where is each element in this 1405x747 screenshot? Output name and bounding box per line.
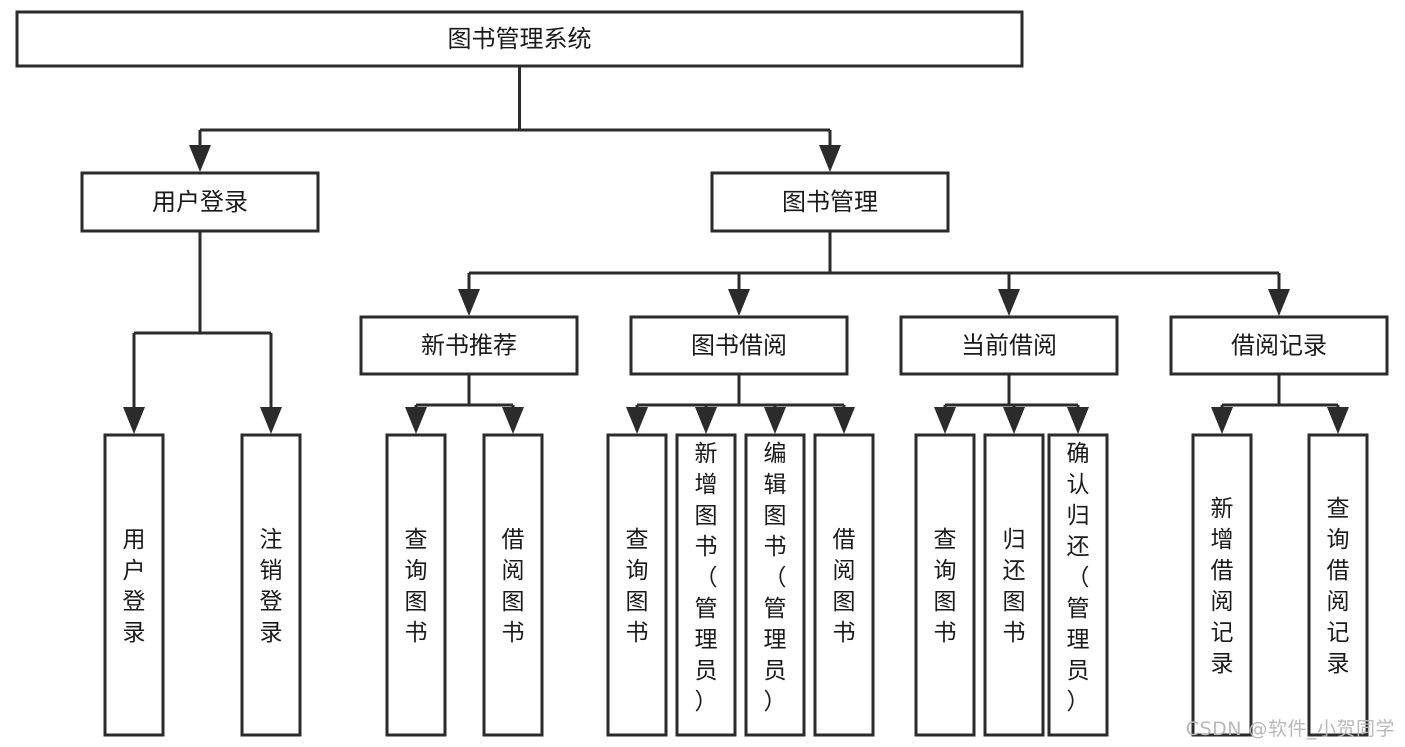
node-label-borrow: 图书借阅 <box>691 332 787 360</box>
node-record[interactable]: 借阅记录 <box>1169 315 1389 376</box>
node-leaf-edit-book[interactable]: 编辑图书（管理员） <box>744 433 806 737</box>
node-label-leaf-query-book-3: 查询图书 <box>934 527 957 646</box>
node-label-record: 借阅记录 <box>1231 332 1327 360</box>
node-leaf-query-record[interactable]: 查询借阅记录 <box>1307 433 1369 737</box>
node-label-current: 当前借阅 <box>961 332 1057 360</box>
node-current[interactable]: 当前借阅 <box>899 315 1119 376</box>
arrow-head-record <box>1268 289 1290 316</box>
arrow-head-borrow <box>728 289 750 316</box>
arrow-head-leaf-query-record <box>1327 407 1349 434</box>
node-box-record <box>1169 315 1389 376</box>
node-box-newbook <box>359 315 579 376</box>
node-leaf-add-book[interactable]: 新增图书（管理员） <box>675 433 737 737</box>
node-box-leaf-query-book-3 <box>914 433 976 737</box>
arrow-head-leaf-query-book-2 <box>626 407 648 434</box>
node-box-leaf-query-record <box>1307 433 1369 737</box>
node-box-leaf-borrow-book-1 <box>482 433 544 737</box>
node-label-leaf-edit-book: 编辑图书（管理员） <box>764 441 787 715</box>
node-box-leaf-add-book <box>675 433 737 737</box>
node-box-login <box>80 171 320 233</box>
node-label-leaf-return-book: 归还图书 <box>1003 527 1026 646</box>
node-label-leaf-query-record: 查询借阅记录 <box>1327 496 1350 677</box>
node-box-leaf-return-book <box>983 433 1045 737</box>
arrow-head-leaf-add-book <box>695 407 717 434</box>
node-leaf-query-book-3[interactable]: 查询图书 <box>914 433 976 737</box>
node-leaf-user-logout[interactable]: 注销登录 <box>240 433 302 737</box>
node-box-leaf-query-book-1 <box>385 433 447 737</box>
node-label-leaf-borrow-book-2: 借阅图书 <box>833 527 856 646</box>
node-box-leaf-user-logout <box>240 433 302 737</box>
arrow-head-leaf-query-book-1 <box>405 407 427 434</box>
connector-group-login <box>123 231 282 434</box>
node-leaf-add-record[interactable]: 新增借阅记录 <box>1191 433 1253 737</box>
node-label-leaf-borrow-book-1: 借阅图书 <box>502 527 525 646</box>
arrow-head-login <box>189 145 211 172</box>
node-label-login: 用户登录 <box>152 188 248 216</box>
node-box-leaf-add-record <box>1191 433 1253 737</box>
node-label-leaf-add-book: 新增图书（管理员） <box>695 441 718 715</box>
node-label-leaf-user-login: 用户登录 <box>123 527 146 646</box>
connector-group-bookmgmt <box>458 231 1290 316</box>
node-bookmgmt[interactable]: 图书管理 <box>710 171 950 233</box>
node-label-leaf-confirm-return: 确认归还（管理员） <box>1067 441 1090 715</box>
node-box-leaf-edit-book <box>744 433 806 737</box>
arrow-head-leaf-confirm-return <box>1067 407 1089 434</box>
node-leaf-borrow-book-2[interactable]: 借阅图书 <box>813 433 875 737</box>
arrow-head-leaf-add-record <box>1211 407 1233 434</box>
arrow-head-newbook <box>458 289 480 316</box>
connector-group-borrow <box>626 374 855 434</box>
arrow-head-leaf-query-book-3 <box>934 407 956 434</box>
arrow-head-leaf-return-book <box>1003 407 1025 434</box>
node-leaf-user-login[interactable]: 用户登录 <box>103 433 165 737</box>
node-label-leaf-query-book-1: 查询图书 <box>405 527 428 646</box>
node-label-root: 图书管理系统 <box>448 25 592 53</box>
arrow-head-leaf-edit-book <box>764 407 786 434</box>
node-label-leaf-add-record: 新增借阅记录 <box>1211 496 1234 677</box>
node-leaf-query-book-2[interactable]: 查询图书 <box>606 433 668 737</box>
connector-group-record <box>1211 374 1349 434</box>
node-layer: 图书管理系统用户登录图书管理新书推荐图书借阅当前借阅借阅记录用户登录注销登录查询… <box>15 10 1389 737</box>
node-root[interactable]: 图书管理系统 <box>15 10 1024 68</box>
node-label-bookmgmt: 图书管理 <box>782 188 878 216</box>
node-box-current <box>899 315 1119 376</box>
node-box-root <box>15 10 1024 68</box>
node-leaf-borrow-book-1[interactable]: 借阅图书 <box>482 433 544 737</box>
node-label-leaf-query-book-2: 查询图书 <box>626 527 649 646</box>
arrow-head-leaf-user-logout <box>260 407 282 434</box>
node-label-leaf-user-logout: 注销登录 <box>260 527 283 646</box>
node-box-leaf-query-book-2 <box>606 433 668 737</box>
node-label-newbook: 新书推荐 <box>421 332 517 360</box>
connector-group-root <box>189 66 841 172</box>
node-leaf-return-book[interactable]: 归还图书 <box>983 433 1045 737</box>
arrow-head-leaf-user-login <box>123 407 145 434</box>
node-box-bookmgmt <box>710 171 950 233</box>
node-borrow[interactable]: 图书借阅 <box>629 315 849 376</box>
node-newbook[interactable]: 新书推荐 <box>359 315 579 376</box>
node-login[interactable]: 用户登录 <box>80 171 320 233</box>
node-box-leaf-confirm-return <box>1047 433 1109 737</box>
arrow-head-current <box>998 289 1020 316</box>
node-leaf-confirm-return[interactable]: 确认归还（管理员） <box>1047 433 1109 737</box>
node-box-borrow <box>629 315 849 376</box>
node-leaf-query-book-1[interactable]: 查询图书 <box>385 433 447 737</box>
arrow-head-bookmgmt <box>819 145 841 172</box>
node-box-leaf-borrow-book-2 <box>813 433 875 737</box>
connector-layer <box>123 66 1349 434</box>
arrow-head-leaf-borrow-book-1 <box>502 407 524 434</box>
connector-group-newbook <box>405 374 524 434</box>
connector-group-current <box>934 374 1089 434</box>
node-box-leaf-user-login <box>103 433 165 737</box>
arrow-head-leaf-borrow-book-2 <box>833 407 855 434</box>
csdn-watermark: CSDN @软件_小贺同学 <box>1185 718 1395 740</box>
